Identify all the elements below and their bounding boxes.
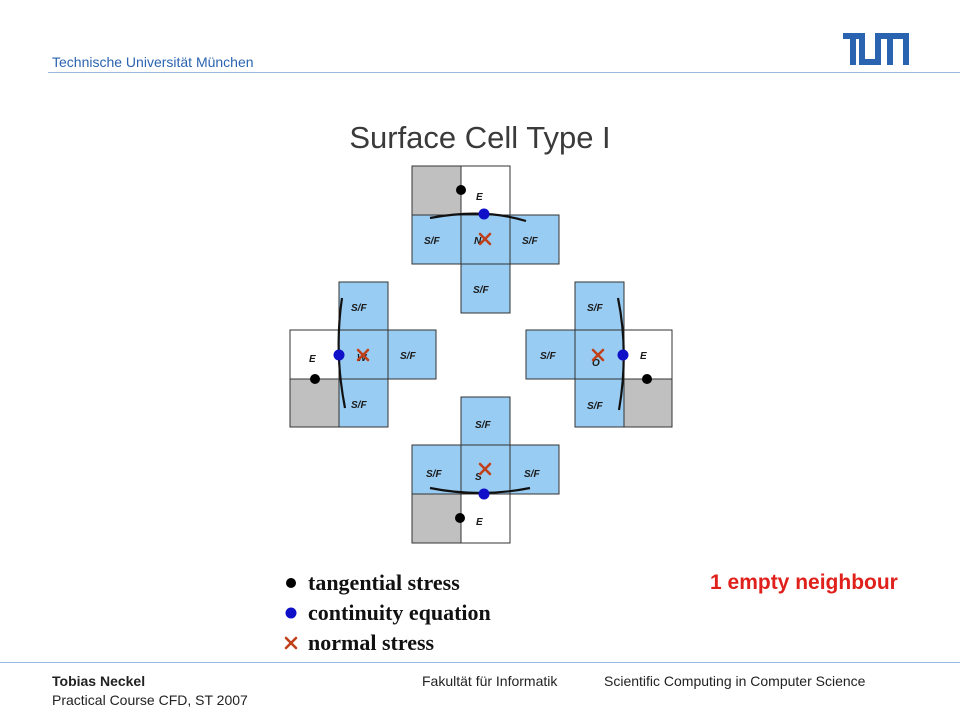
footer-course: Practical Course CFD, ST 2007 (52, 692, 248, 708)
north-empty-label: E (476, 192, 483, 203)
fluid-cell (525, 329, 576, 380)
footer-chair: Scientific Computing in Computer Science (604, 673, 866, 689)
fluid-cell (509, 444, 560, 495)
legend-continuity-dot-icon (285, 607, 297, 619)
fluid-cell (574, 281, 625, 331)
legend-continuity-label: continuity equation (308, 600, 491, 625)
tangential-stress-dot (456, 185, 466, 195)
west-center-label: W (357, 353, 368, 364)
empty-cell (460, 493, 511, 544)
east-sf-bottom-label: S/F (587, 401, 603, 412)
east-empty-label: E (640, 351, 647, 362)
continuity-dot (478, 488, 490, 500)
south-sf-left-label: S/F (426, 469, 442, 480)
obstacle-cell (411, 493, 462, 544)
obstacle-cell (411, 165, 462, 216)
north-center-label: N (474, 236, 482, 247)
south-center-label: S (475, 472, 482, 483)
fluid-cell (509, 214, 560, 265)
group-west (289, 281, 437, 428)
legend-tangential-dot-icon (286, 578, 296, 588)
south-sf-top-label: S/F (475, 420, 491, 431)
slide-title: Surface Cell Type I (349, 120, 611, 155)
fluid-cell (460, 263, 511, 314)
tum-logo (843, 33, 909, 65)
university-name: Technische Universität München (52, 54, 254, 70)
empty-neighbour-note: 1 empty neighbour (710, 571, 898, 594)
legend-normal-label: normal stress (308, 630, 435, 655)
group-north (411, 165, 560, 314)
header-divider (48, 72, 960, 73)
footer-faculty: Fakultät für Informatik (422, 673, 558, 689)
legend-tangential-label: tangential stress (308, 570, 460, 595)
tangential-stress-dot (642, 374, 652, 384)
fluid-cell (338, 281, 389, 331)
south-sf-right-label: S/F (524, 469, 540, 480)
south-empty-label: E (476, 517, 483, 528)
west-empty-label: E (309, 354, 316, 365)
north-sf-right-label: S/F (522, 236, 538, 247)
west-sf-top-label: S/F (351, 303, 367, 314)
west-sf-bottom-label: S/F (351, 400, 367, 411)
west-sf-right-label: S/F (400, 351, 416, 362)
north-sf-left-label: S/F (424, 236, 440, 247)
legend-normal-cross-icon (284, 636, 298, 650)
empty-cell (623, 329, 673, 380)
empty-cell (460, 165, 511, 216)
east-sf-top-label: S/F (587, 303, 603, 314)
tangential-stress-dot (310, 374, 320, 384)
east-center-label: O (592, 358, 600, 369)
continuity-dot (478, 208, 490, 220)
group-east (525, 281, 673, 428)
north-sf-bottom-label: S/F (473, 285, 489, 296)
tangential-stress-dot (455, 513, 465, 523)
continuity-dot (617, 349, 629, 361)
fluid-cell (338, 378, 389, 428)
footer-divider (0, 662, 960, 663)
footer-author: Tobias Neckel (52, 673, 146, 689)
fluid-cell (460, 396, 511, 446)
fluid-cell (411, 214, 462, 265)
east-sf-left-label: S/F (540, 351, 556, 362)
obstacle-cell (623, 378, 673, 428)
fluid-cell (574, 378, 625, 428)
fluid-cell (387, 329, 437, 380)
continuity-dot (333, 349, 345, 361)
obstacle-cell (289, 378, 340, 428)
